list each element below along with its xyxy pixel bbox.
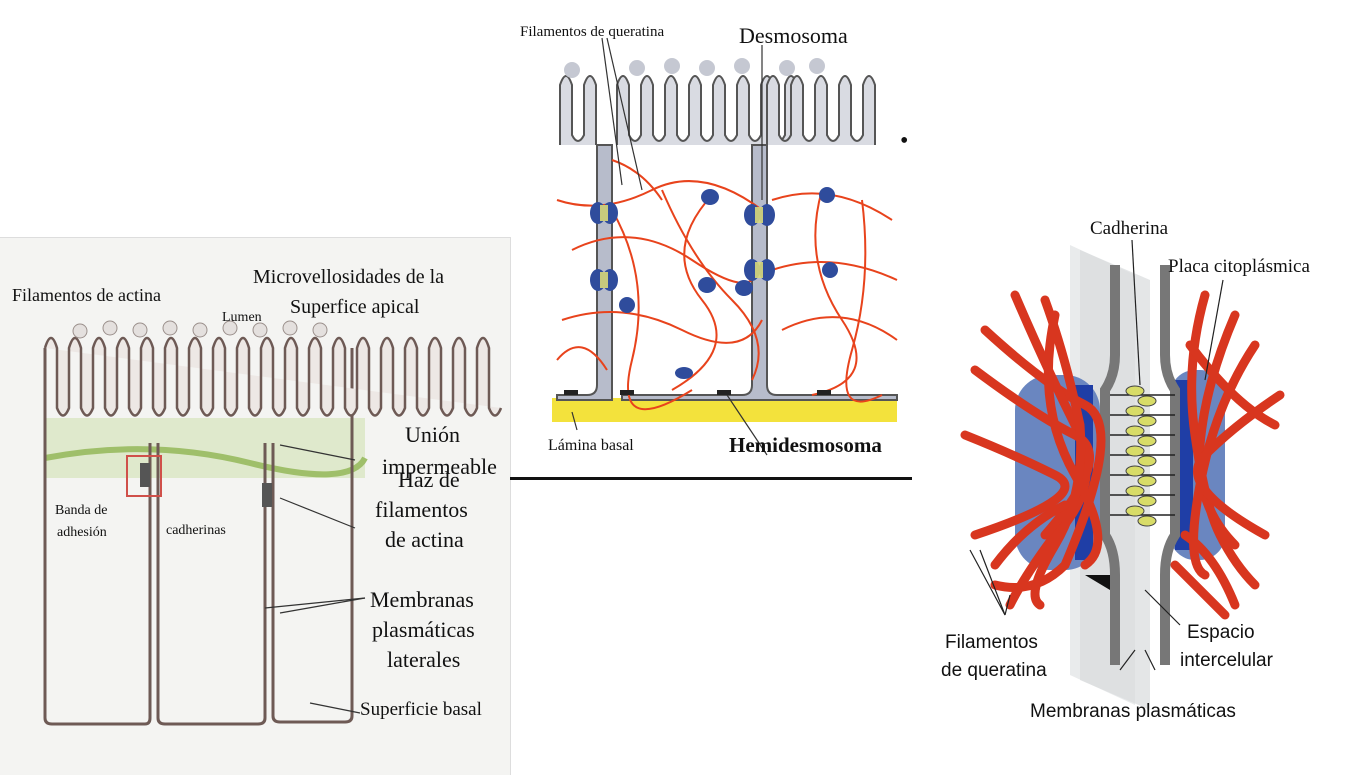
cadherin-label: Cadherina <box>1090 218 1169 239</box>
desmosome-panel: Filamentos de queratina Desmosoma Lámina… <box>512 0 912 478</box>
bullet-marker: • <box>900 128 909 154</box>
membranes-label-2: plasmáticas <box>372 617 475 642</box>
keratin-filaments <box>556 159 898 411</box>
adhesion-band-label-2: adhesión <box>57 525 107 540</box>
desmosome-label: Desmosoma <box>739 23 848 48</box>
hemidesmosome-label: Hemidesmosoma <box>729 433 882 457</box>
basal-lamina-label: Lámina basal <box>548 437 634 454</box>
membrane-sheet-front <box>1080 250 1150 710</box>
membrane-shadow <box>1085 575 1110 590</box>
desmosome-detail-illustration <box>960 239 1285 710</box>
keratin-filaments-detail <box>960 290 1285 620</box>
basal-lamina <box>552 398 897 422</box>
epithelial-cells <box>43 348 354 726</box>
center-microvilli <box>559 75 876 145</box>
cadherin-marker-1 <box>140 463 150 487</box>
adhesion-band-highlight <box>126 455 162 497</box>
cadherin-marker-2 <box>262 483 272 507</box>
desmosome-cores <box>600 205 763 288</box>
bundle-label-2: filamentos <box>375 497 468 522</box>
epithelium-panel: Filamentos de actina Microvellosidades d… <box>0 237 511 775</box>
right-pointers <box>969 239 1224 671</box>
cadherins-label: cadherinas <box>166 523 226 538</box>
adhesion-band-label-1: Banda de <box>55 503 108 518</box>
basal-surface-label: Superficie basal <box>360 699 482 720</box>
membranes-label-3: laterales <box>387 647 461 672</box>
desmosome-detail-panel: Cadherina Placa citoplásmica Filamentos … <box>935 205 1359 725</box>
center-pointers <box>571 37 768 456</box>
tight-junction-label-1: Unión <box>405 422 460 447</box>
cadherin-molecules <box>1110 385 1175 527</box>
keratin-label-1: Filamentos <box>945 632 1038 653</box>
apical-surface-label: Superfice apical <box>290 296 420 318</box>
hemidesmosomes <box>564 390 831 395</box>
microvilli-label: Microvellosidades de la <box>253 266 445 288</box>
intercellular-label-2: intercelular <box>1180 650 1273 671</box>
lumen-label: Lumen <box>222 310 262 325</box>
desmosome-illustration <box>552 37 898 456</box>
keratin-filaments-label: Filamentos de queratina <box>520 24 665 40</box>
separator-line <box>510 477 912 480</box>
epithelium-illustration <box>43 320 503 726</box>
intercellular-label-1: Espacio <box>1187 622 1255 643</box>
keratin-label-2: de queratina <box>941 660 1047 681</box>
bundle-label-3: de actina <box>385 527 464 552</box>
cytoplasmic-plaque-label: Placa citoplásmica <box>1168 256 1310 277</box>
microvilli-tips <box>72 320 328 339</box>
plasma-membranes <box>1100 265 1180 665</box>
microvilli <box>43 336 503 417</box>
membranes-label-1: Membranas <box>370 587 474 612</box>
left-pointers <box>264 444 366 714</box>
actin-bundle <box>44 446 368 478</box>
tight-junction-label-2: impermeable <box>382 454 497 479</box>
bundle-label-1: Haz de <box>398 467 460 492</box>
plasma-membranes-label: Membranas plasmáticas <box>1030 701 1236 722</box>
center-microvilli-tips <box>564 58 825 78</box>
actin-band <box>45 418 365 478</box>
actin-filaments-label: Filamentos de actina <box>12 285 161 305</box>
